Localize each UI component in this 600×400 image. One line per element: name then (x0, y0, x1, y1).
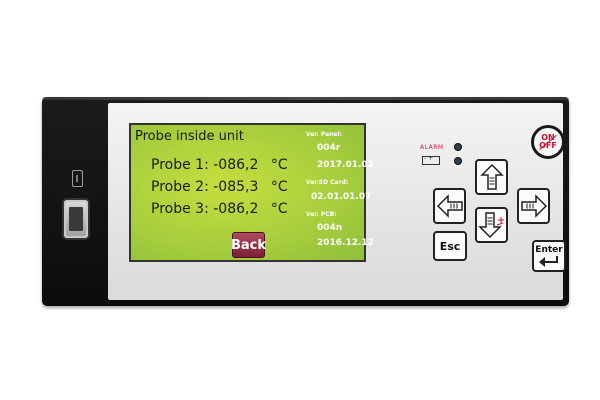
down-arrow-button[interactable] (475, 207, 508, 243)
enter-button[interactable]: Enter (532, 240, 566, 272)
battery-led-icon (454, 157, 462, 165)
battery-icon (422, 155, 440, 165)
left-arrow-icon (436, 194, 463, 218)
pcb-version-code: 004n (317, 223, 343, 233)
pcb-version-label: Ver. PCB: (306, 211, 337, 218)
probe-label: Probe 2: (151, 179, 209, 195)
alarm-label: ALARM (420, 144, 444, 151)
probe-reading-2: Probe 2: -085,3 °C (151, 179, 288, 195)
control-panel-device: Probe inside unit Probe 1: -086,2 °C Pro… (42, 97, 569, 306)
probe-reading-1: Probe 1: -086,2 °C (151, 157, 288, 173)
probe-unit: °C (270, 157, 288, 173)
down-arrow-icon (477, 212, 504, 239)
up-arrow-button[interactable] (475, 159, 508, 195)
pcb-version-date: 2016.12.12 (317, 238, 374, 248)
esc-label: Esc (439, 239, 461, 253)
alarm-led-icon (454, 143, 462, 151)
probe-label: Probe 3: (151, 201, 209, 217)
up-arrow-icon (479, 163, 504, 190)
panel-version-code: 004r (317, 143, 341, 153)
left-arrow-button[interactable] (433, 188, 466, 224)
probe-value: -086,2 (213, 157, 259, 173)
usb-port-icon (64, 200, 88, 238)
sd-card-version-value: 02.01.01.07 (311, 192, 372, 202)
power-on-label: ON (541, 133, 555, 142)
faceplate: Probe inside unit Probe 1: -086,2 °C Pro… (108, 103, 566, 300)
sd-card-version-label: Ver.SD Card: (306, 179, 349, 186)
probe-reading-3: Probe 3: -086,2 °C (151, 201, 288, 217)
panel-version-date: 2017.01.02 (317, 160, 374, 170)
enter-label: Enter (535, 245, 563, 255)
probe-unit: °C (270, 179, 288, 195)
enter-arrow-icon (539, 256, 558, 267)
back-button[interactable]: Back (231, 232, 266, 258)
power-button[interactable]: ON OFF (531, 125, 565, 159)
screen-title: Probe inside unit (135, 129, 244, 144)
esc-button[interactable]: Esc (433, 231, 467, 261)
probe-value: -086,2 (213, 201, 259, 217)
probe-unit: °C (270, 201, 288, 217)
probe-label: Probe 1: (151, 157, 209, 173)
probe-value: -085,3 (213, 179, 259, 195)
right-arrow-icon (520, 194, 547, 218)
right-arrow-button[interactable] (517, 188, 550, 224)
panel-version-label: Ver. Panel: (306, 131, 342, 138)
power-off-label: OFF (539, 141, 557, 150)
mini-usb-port-icon (72, 170, 83, 187)
lcd-screen: Probe inside unit Probe 1: -086,2 °C Pro… (129, 123, 374, 262)
